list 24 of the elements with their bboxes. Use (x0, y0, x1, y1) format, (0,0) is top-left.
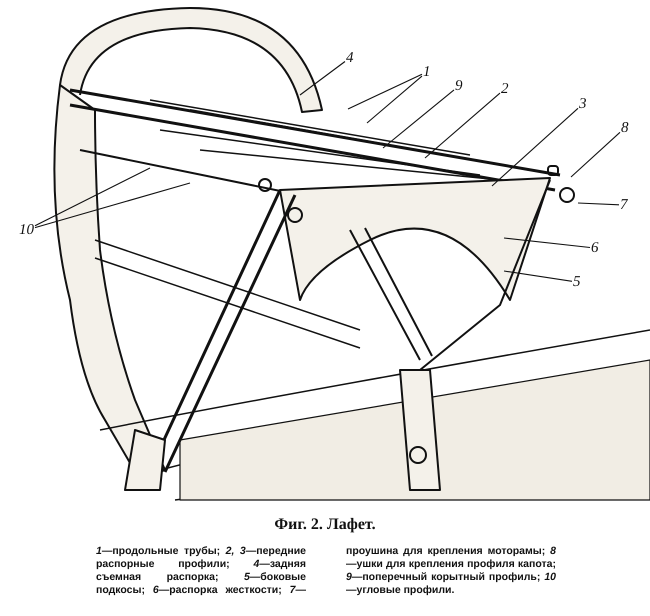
callout-number: 8 (620, 120, 630, 136)
leader-line (504, 270, 572, 282)
leader-line (348, 74, 422, 110)
callout-number: 6 (590, 240, 600, 256)
leader-line (366, 76, 422, 124)
callout-number: 1 (422, 64, 432, 80)
callout-number: 10 (18, 222, 35, 238)
leader-line (34, 182, 190, 228)
figure-caption: 1—продольные трубы; 2, 3—передние распорные профили; 4—задняя съемная распорка; 5—боковые подкосы; 6—распорка жесткости; 7—проушина для крепления моторамы; 8—ушки для крепления профиля капота; 9—поперечный корытный профиль; 10—угловые профили. (96, 545, 556, 597)
callout-number: 3 (578, 96, 588, 112)
figure-title: Фиг. 2. Лафет. (273, 516, 377, 534)
callout-number: 4 (345, 50, 354, 66)
callout-number: 7 (619, 197, 628, 213)
leader-line (504, 237, 590, 248)
callout-number: 9 (454, 78, 464, 94)
leader-line (300, 61, 346, 96)
leader-line (570, 132, 620, 178)
leader-line (382, 89, 454, 148)
leader-line (578, 202, 620, 206)
leader-line (492, 108, 578, 186)
callout-number: 2 (500, 81, 510, 97)
leader-line (34, 168, 150, 226)
callout-number: 5 (572, 274, 582, 290)
leader-line (424, 92, 500, 158)
